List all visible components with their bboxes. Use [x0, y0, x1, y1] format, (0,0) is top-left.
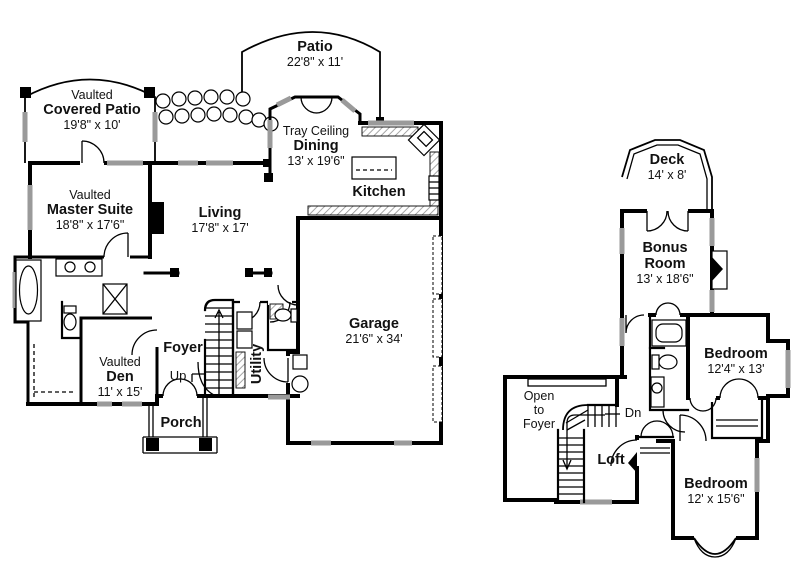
utility-fixtures	[235, 311, 253, 389]
upstairs-bath-fixtures	[648, 319, 687, 408]
room-label-porch: Porch	[160, 415, 202, 431]
room-label-bedroom-2: Bedroom 12' x 15'6"	[684, 476, 748, 507]
room-label-den: Vaulted Den 11' x 15'	[97, 355, 143, 400]
second-floor-doors	[610, 210, 759, 473]
master-bath-fixtures	[15, 258, 128, 398]
room-label-covered-patio: Vaulted Covered Patio 19'8" x 10'	[43, 88, 141, 133]
media-niche	[711, 250, 728, 290]
room-label-kitchen: Kitchen	[352, 184, 406, 200]
room-label-bedroom-1: Bedroom 12'4" x 13'	[704, 346, 768, 377]
first-floor-windows	[12, 95, 414, 446]
room-label-deck: Deck 14' x 8'	[647, 152, 687, 183]
room-label-utility: Utility	[248, 343, 265, 385]
stairs-down-label: Dn	[624, 405, 642, 420]
garage-fixtures	[291, 235, 443, 423]
first-floor-plan	[12, 31, 443, 454]
room-label-patio: Patio 22'8" x 11'	[286, 39, 344, 70]
bay-window	[693, 537, 737, 558]
room-label-master-suite: Vaulted Master Suite 18'8" x 17'6"	[46, 188, 134, 233]
fireplace	[151, 202, 164, 234]
room-label-foyer: Foyer	[163, 340, 203, 356]
deck-outline	[621, 139, 713, 211]
room-label-dining: Tray Ceiling Dining 13' x 19'6"	[282, 124, 350, 169]
room-label-garage: Garage 21'6" x 34'	[345, 316, 403, 347]
second-floor-walls	[503, 209, 790, 540]
porch-outline	[142, 396, 218, 454]
open-to-foyer-label: Open to Foyer	[523, 389, 555, 431]
second-floor-plan	[503, 139, 791, 558]
covered-patio-outline	[20, 78, 158, 163]
second-floor-windows	[580, 218, 791, 505]
kitchen-fixtures	[307, 123, 441, 216]
stairs-down	[556, 403, 620, 504]
powder-bath-fixtures	[269, 303, 298, 323]
kitchen-island	[351, 156, 397, 180]
room-label-bonus-room: Bonus Room 13' x 18'6"	[636, 240, 694, 287]
room-label-loft: Loft	[597, 452, 625, 468]
room-label-living: Living 17'8" x 17'	[191, 205, 249, 236]
stairs-up	[191, 298, 235, 398]
stairs-up-label: Up	[169, 368, 187, 383]
stepping-stones	[155, 89, 279, 132]
